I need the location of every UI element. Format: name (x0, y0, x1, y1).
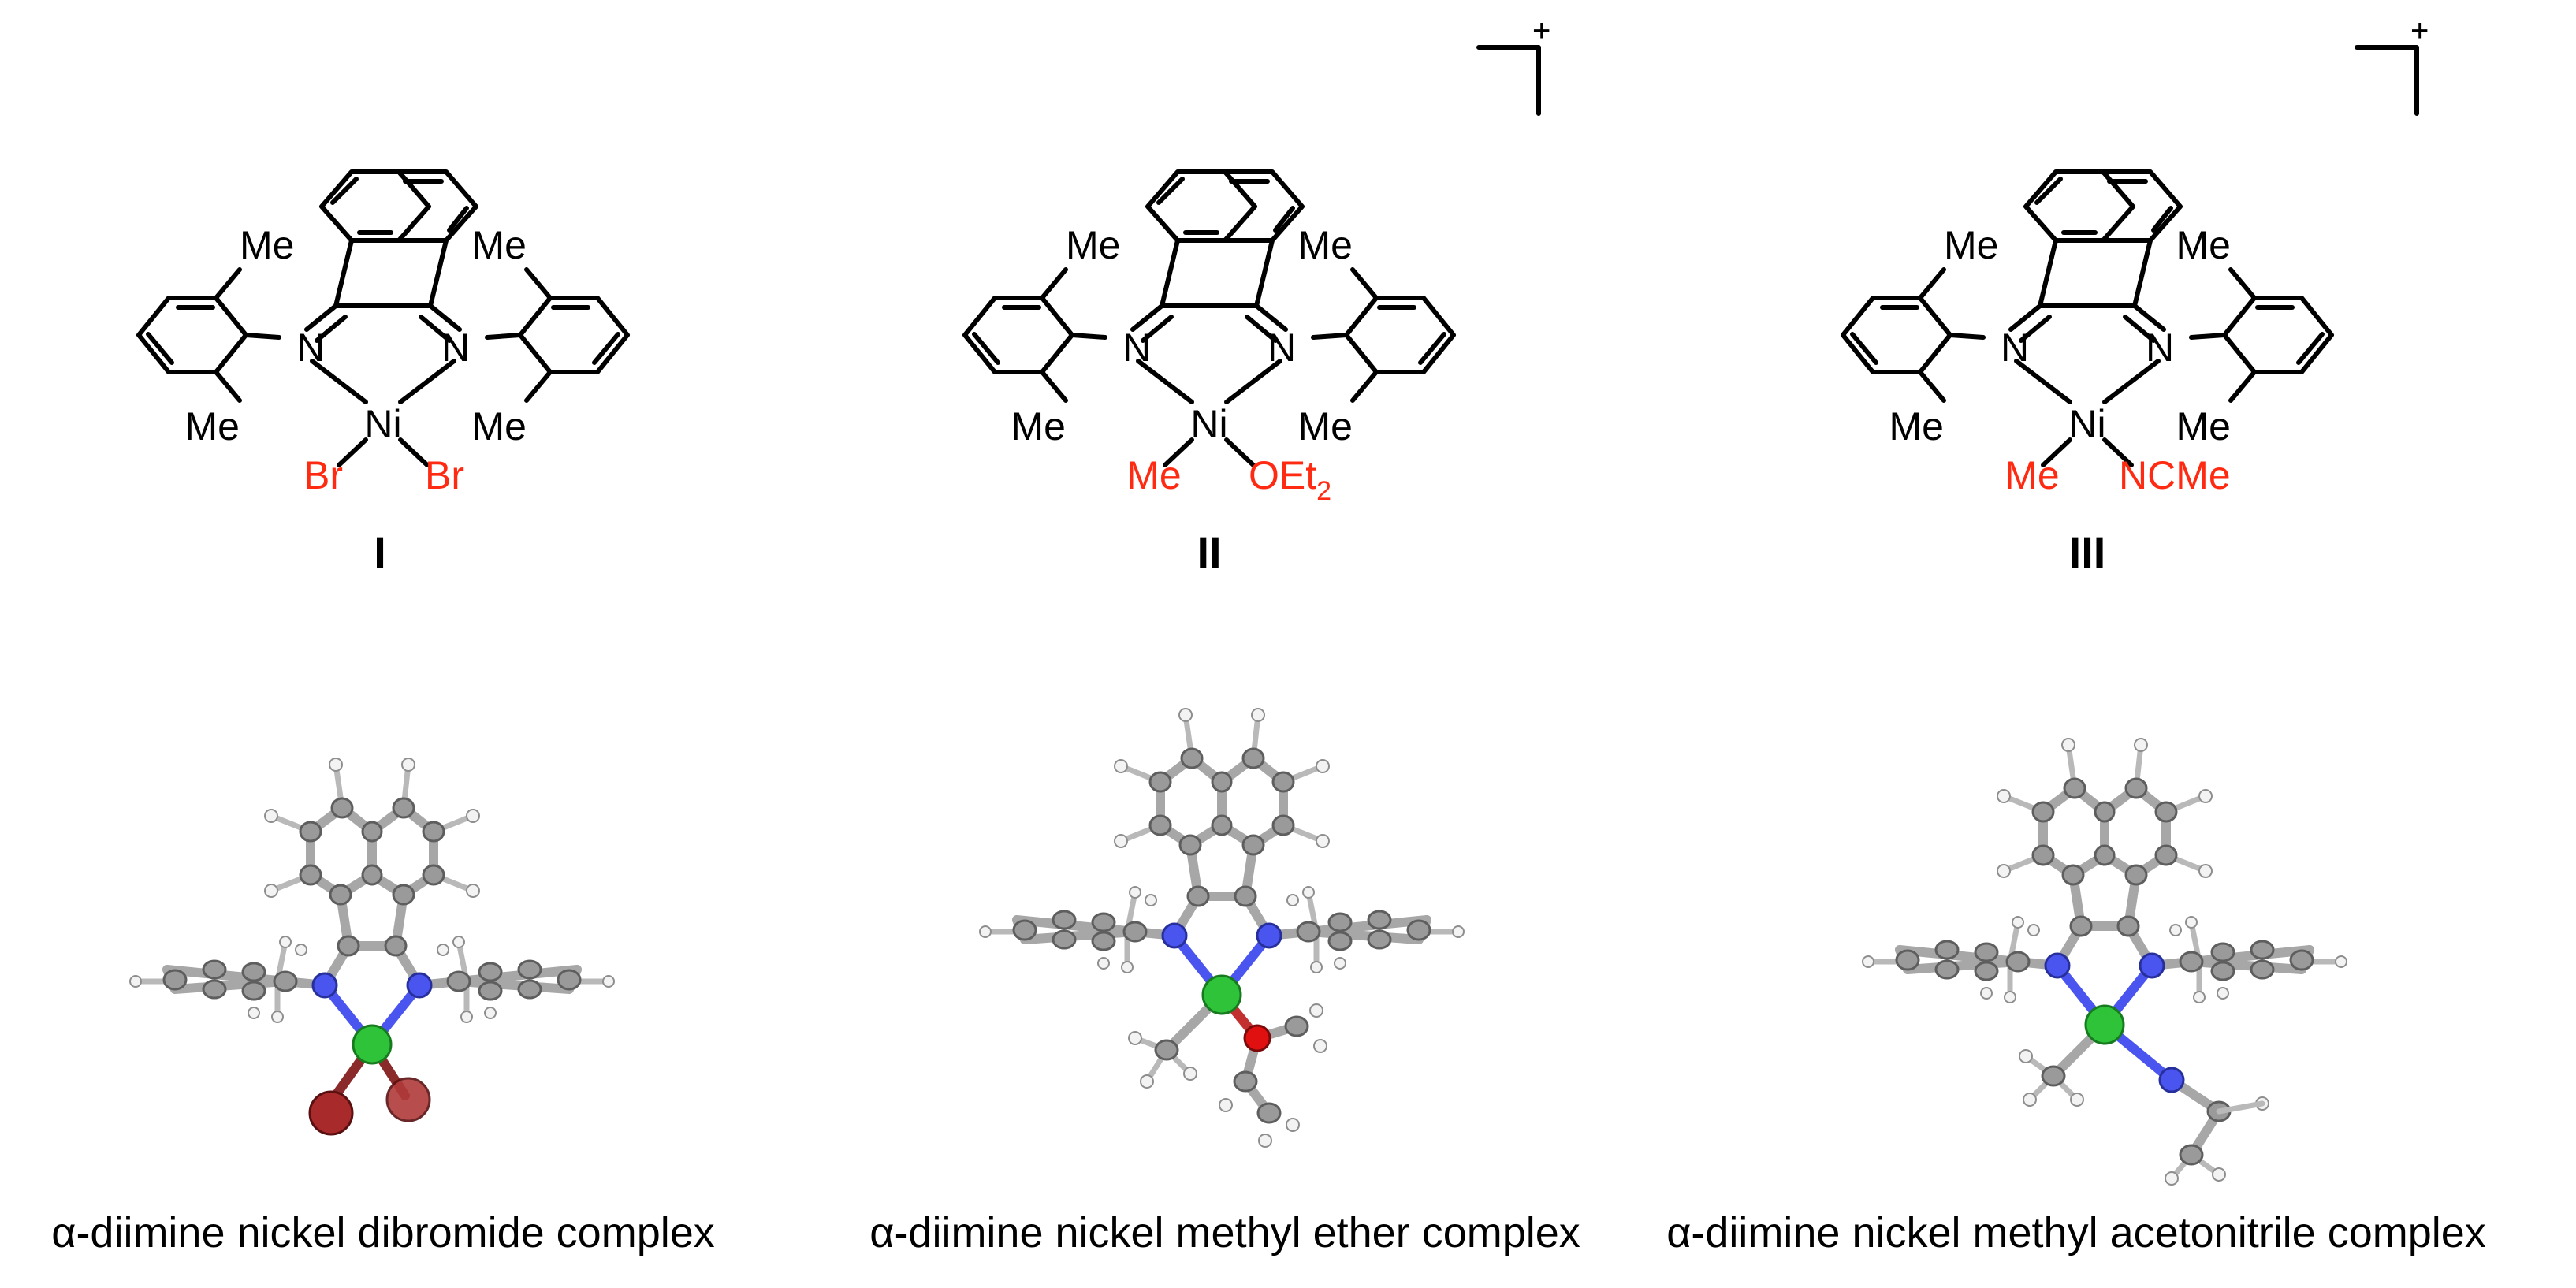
nickel-atom (352, 1024, 393, 1065)
ligand-ether: OEt2 (1249, 453, 1331, 506)
bromine-atom (308, 1090, 354, 1136)
imine-n-right: N (1268, 326, 1296, 370)
bromine-atom (385, 1077, 431, 1122)
crystal-structure-II (980, 709, 1464, 1148)
label-II: II (1197, 527, 1221, 577)
charge-plus: + (2410, 13, 2429, 48)
methyl-label: Me (185, 404, 240, 449)
methyl-label: Me (240, 223, 294, 267)
charge-bracket (2355, 45, 2419, 116)
methyl-label: Me (2176, 223, 2231, 267)
ligand-bromide-left: Br (303, 453, 343, 497)
nickel-center: Ni (1190, 402, 1227, 446)
crystal-structure-I (130, 758, 614, 1136)
charge-plus: + (1532, 13, 1550, 48)
methyl-label: Me (2176, 404, 2231, 449)
label-I: I (374, 527, 386, 577)
imine-n-left: N (2001, 326, 2029, 370)
methyl-label: Me (1298, 404, 1353, 449)
charge-bracket (1476, 45, 1541, 116)
structure-I: N N Ni Me Me Me Me Br Br (139, 172, 627, 497)
imine-n-left: N (1122, 326, 1151, 370)
nickel-center: Ni (364, 402, 401, 446)
nickel-atom (2084, 1004, 2125, 1045)
imine-n-left: N (296, 326, 325, 370)
structure-III: N N Ni Me Me Me Me Me NCMe + (1843, 13, 2429, 497)
imine-n-right: N (441, 326, 470, 370)
methyl-label: Me (1066, 223, 1120, 267)
methyl-label: Me (1011, 404, 1066, 449)
ligand-methyl: Me (1126, 453, 1181, 497)
nickel-center: Ni (2068, 402, 2105, 446)
imine-n-right: N (2146, 326, 2174, 370)
methyl-label: Me (1944, 223, 1998, 267)
methyl-label: Me (1889, 404, 1944, 449)
caption-III: α-diimine nickel methyl acetonitrile com… (1666, 1209, 2486, 1256)
methyl-label: Me (1298, 223, 1353, 267)
nitrogen-atom (2158, 1067, 2185, 1093)
label-III: III (2069, 527, 2106, 577)
caption-I: α-diimine nickel dibromide complex (51, 1209, 715, 1256)
ligand-methyl: Me (2005, 453, 2059, 497)
structure-II: N N Ni Me Me Me Me Me OEt2 + (965, 13, 1550, 506)
nickel-atom (1201, 974, 1242, 1015)
caption-II: α-diimine nickel methyl ether complex (869, 1209, 1580, 1256)
ligand-acetonitrile: NCMe (2119, 453, 2231, 497)
oxygen-atom (1243, 1024, 1271, 1052)
methyl-label: Me (472, 223, 527, 267)
ligand-bromide-right: Br (425, 453, 464, 497)
methyl-label: Me (472, 404, 527, 449)
crystal-structure-III (1863, 739, 2347, 1186)
